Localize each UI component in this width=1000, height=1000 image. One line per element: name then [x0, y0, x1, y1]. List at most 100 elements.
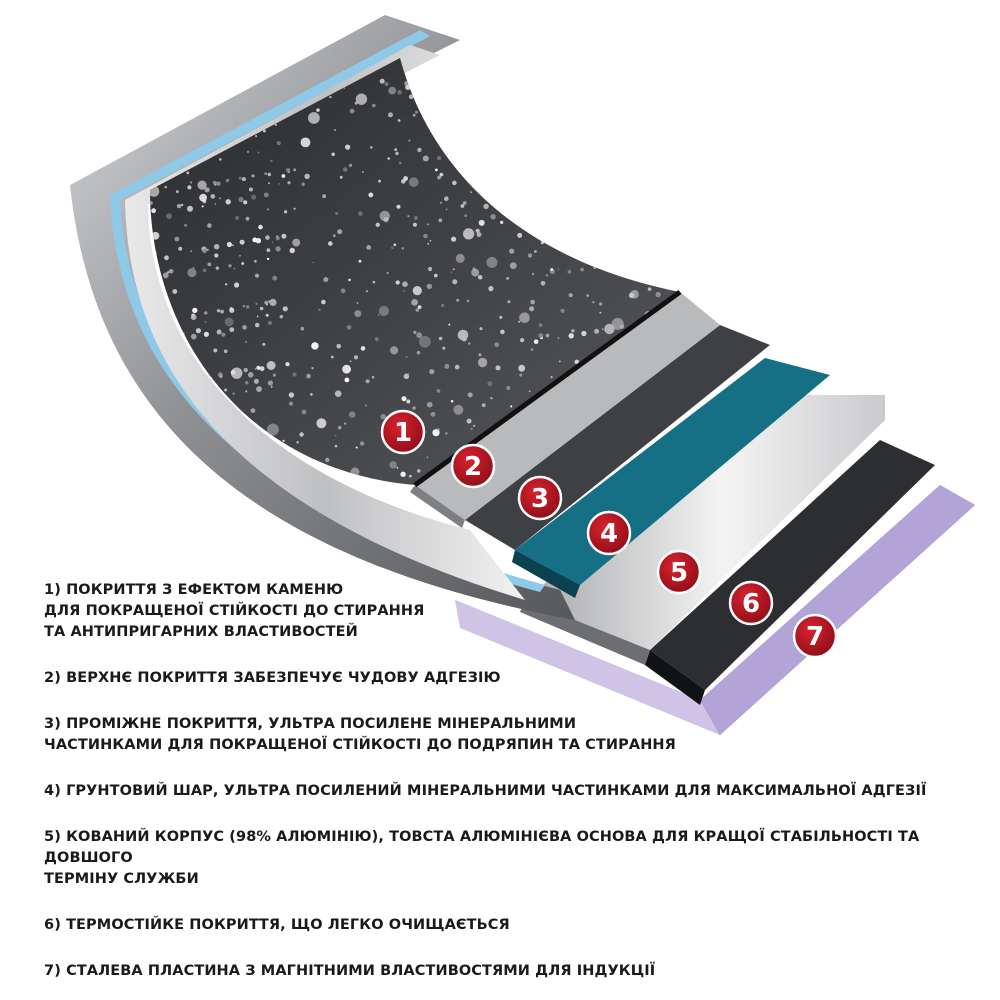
stone-speckle [186, 171, 190, 175]
stone-speckle [403, 373, 410, 380]
stone-speckle [276, 235, 279, 238]
stone-speckle [490, 214, 496, 220]
stone-speckle [288, 401, 294, 406]
stone-speckle [460, 204, 465, 208]
stone-speckle [301, 409, 307, 415]
stone-speckle [673, 79, 678, 84]
stone-speckle [337, 425, 342, 430]
stone-speckle [438, 336, 443, 341]
stone-speckle [621, 179, 624, 182]
stone-speckle [407, 215, 410, 218]
stone-speckle [251, 174, 255, 178]
stone-speckle [694, 286, 699, 291]
stone-speckle [205, 91, 209, 95]
stone-speckle [679, 210, 680, 213]
stone-speckle [590, 160, 595, 165]
stone-speckle [618, 261, 622, 265]
stone-speckle [151, 231, 160, 240]
stone-speckle [452, 279, 458, 285]
stone-speckle [278, 183, 281, 185]
stone-speckle [506, 385, 511, 391]
stone-speckle [147, 447, 149, 449]
stone-speckle [606, 263, 609, 267]
stone-speckle [467, 75, 470, 78]
stone-speckle [564, 198, 574, 208]
stone-speckle [353, 355, 359, 360]
stone-speckle [549, 164, 560, 175]
stone-speckle [304, 173, 310, 179]
stone-speckle [371, 375, 375, 379]
stone-speckle [242, 325, 247, 330]
stone-speckle [342, 167, 348, 172]
stone-speckle [281, 174, 286, 178]
stone-speckle [150, 76, 156, 89]
stone-speckle [563, 141, 568, 147]
stone-speckle [668, 180, 673, 185]
stone-speckle [145, 404, 147, 406]
stone-speckle [316, 108, 320, 112]
stone-speckle [550, 173, 556, 179]
stone-speckle [408, 94, 414, 100]
stone-speckle [266, 208, 269, 211]
stone-speckle [530, 116, 537, 122]
stone-speckle [354, 101, 358, 105]
stone-speckle [268, 300, 271, 303]
stone-speckle [284, 210, 288, 214]
stone-speckle [322, 194, 326, 199]
layer-legend: 1) ПОКРИТТЯ З ЕФЕКТОМ КАМЕНЮ ДЛЯ ПОКРАЩЕ… [44, 580, 974, 982]
stone-speckle [495, 138, 499, 142]
stone-speckle [542, 234, 545, 238]
stone-speckle [241, 262, 245, 265]
stone-speckle [251, 194, 257, 200]
stone-speckle [477, 166, 482, 170]
stone-speckle [553, 115, 561, 123]
stone-speckle [541, 189, 551, 199]
stone-speckle [528, 390, 531, 393]
stone-speckle [292, 372, 297, 377]
stone-speckle [206, 248, 209, 252]
stone-speckle [349, 360, 352, 363]
stone-speckle [646, 136, 651, 142]
stone-speckle [657, 71, 661, 74]
stone-speckle [263, 192, 269, 198]
stone-speckle [448, 323, 451, 326]
stone-speckle [604, 323, 615, 335]
stone-speckle [566, 206, 569, 209]
stone-speckle [235, 46, 245, 56]
stone-speckle [606, 69, 610, 73]
stone-speckle [229, 327, 235, 333]
stone-speckle [215, 266, 219, 270]
stone-speckle [264, 172, 268, 176]
stone-speckle [216, 329, 222, 335]
marker-2: 2 [450, 443, 496, 489]
stone-speckle [416, 351, 421, 355]
stone-speckle [478, 353, 482, 357]
stone-speckle [642, 279, 645, 282]
stone-speckle [681, 119, 683, 121]
stone-speckle [585, 202, 588, 205]
stone-speckle [470, 137, 476, 143]
stone-speckle [199, 193, 208, 202]
stone-speckle [189, 82, 192, 85]
stone-speckle [214, 183, 217, 186]
stone-speckle [178, 246, 183, 251]
stone-speckle [296, 441, 299, 444]
stone-speckle [207, 223, 212, 228]
stone-speckle [415, 308, 420, 312]
stone-speckle [194, 462, 200, 467]
stone-speckle [258, 224, 263, 230]
stone-speckle [243, 200, 248, 205]
stone-speckle [288, 392, 295, 398]
stone-speckle [529, 167, 533, 171]
stone-speckle [233, 267, 236, 270]
stone-speckle [269, 298, 277, 306]
marker-2-label: 2 [464, 452, 482, 482]
stone-speckle [562, 78, 566, 82]
stone-speckle [558, 360, 561, 363]
stone-speckle [497, 96, 502, 101]
stone-speckle [228, 264, 232, 268]
stone-speckle [141, 479, 143, 481]
stone-speckle [168, 269, 174, 274]
stone-speckle [413, 330, 417, 334]
stone-speckle [379, 78, 385, 84]
